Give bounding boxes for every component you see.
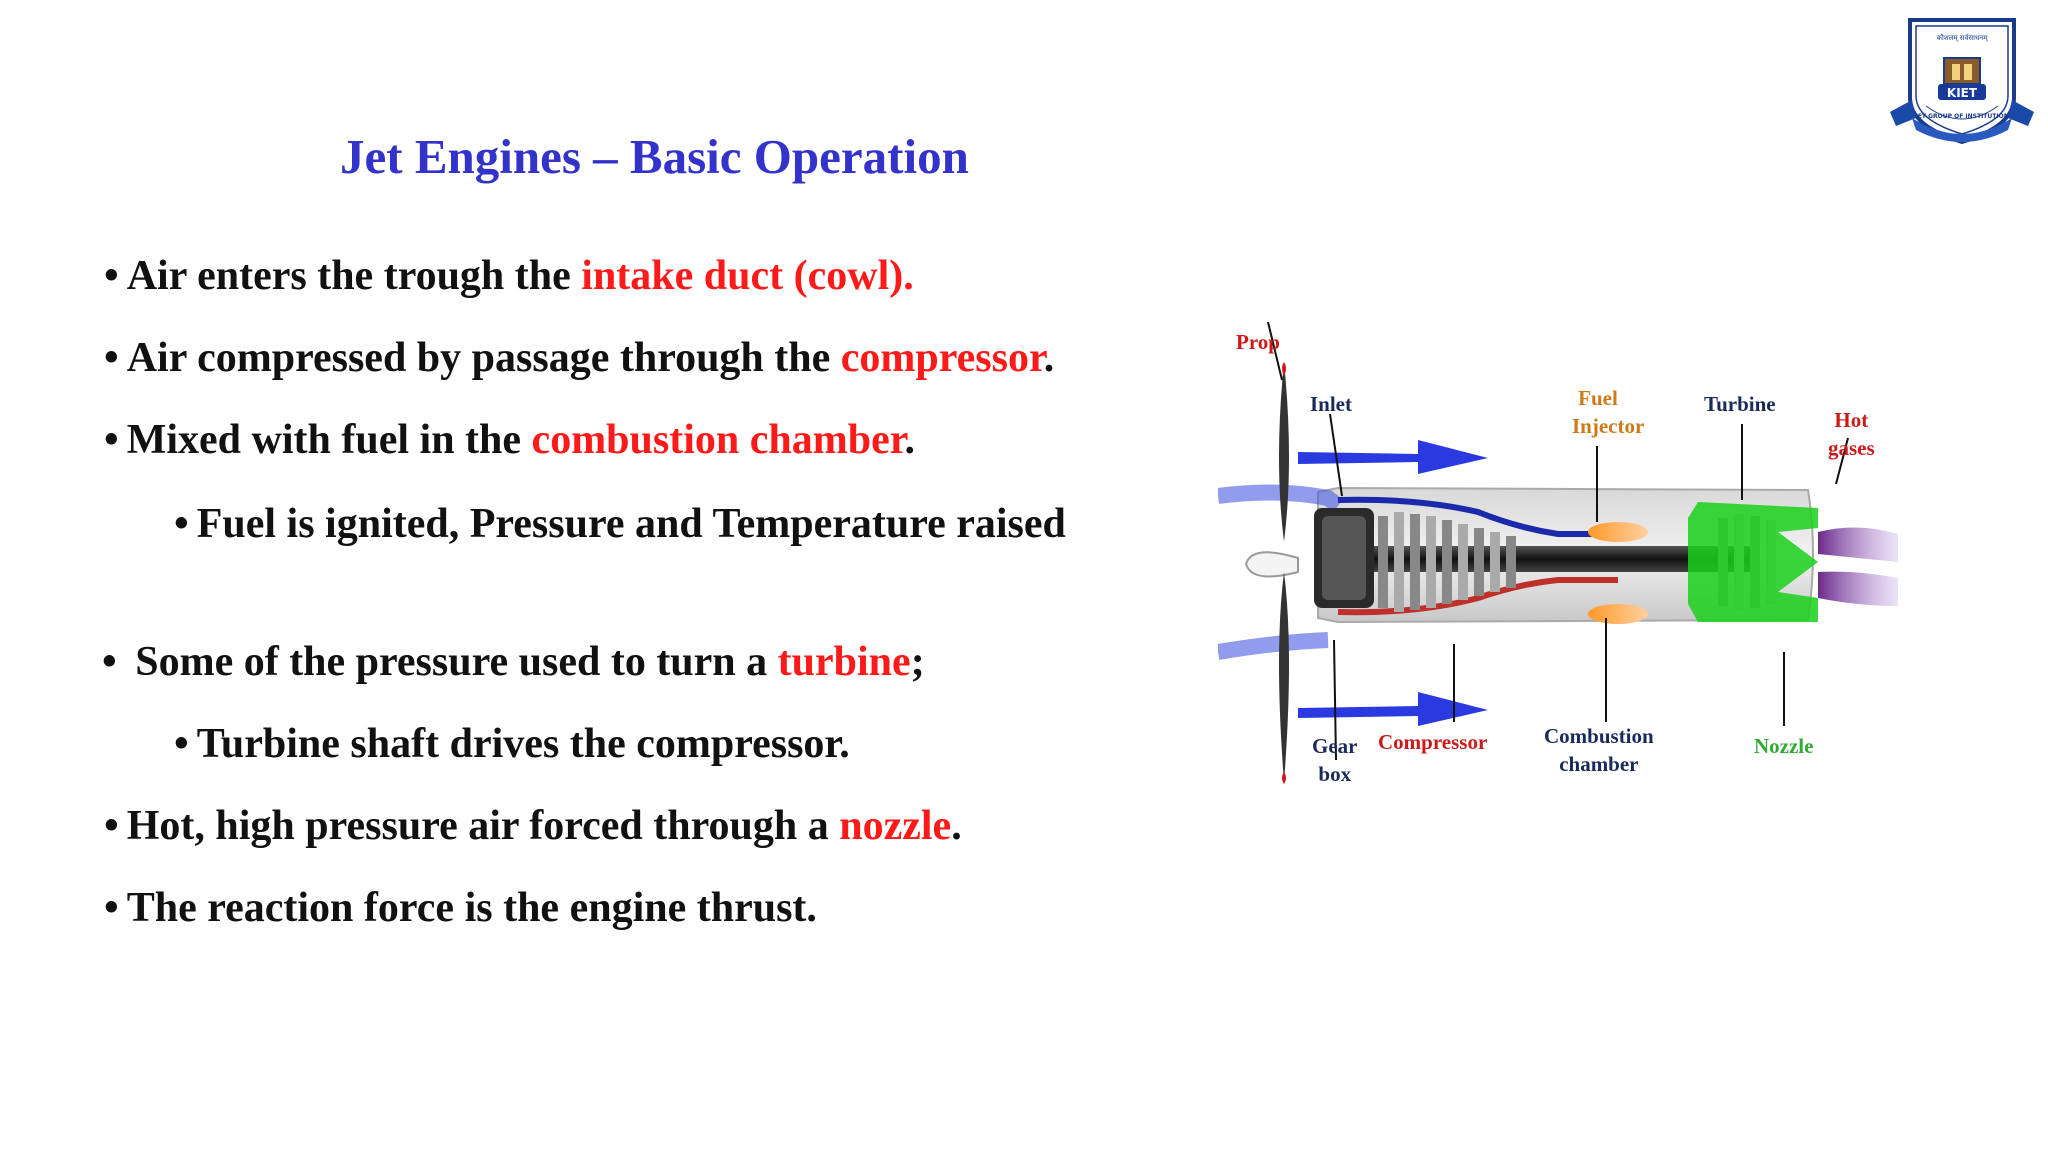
- compressor-blades: [1378, 512, 1516, 612]
- label-gear-box: Gear box: [1312, 734, 1358, 786]
- logo-top-text: कौशलम् सर्वसाधनम्: [1937, 33, 1989, 42]
- label-compressor: Compressor: [1378, 730, 1488, 754]
- bullet-6: •The reaction force is the engine thrust…: [104, 885, 817, 931]
- jet-engine-diagram: Prop Inlet Fuel Injector Turbine Hot gas…: [1216, 321, 1898, 800]
- bullet-5: •Hot, high pressure air forced through a…: [104, 803, 962, 849]
- bullet-4: • Some of the pressure used to turn a tu…: [102, 639, 925, 685]
- kiet-logo: कौशलम् सर्वसाधनम् KIET KIET GROUP OF INS…: [1890, 18, 2034, 145]
- bullet-1: •Air enters the trough the intake duct (…: [104, 253, 914, 299]
- label-turbine: Turbine: [1704, 392, 1776, 416]
- label-nozzle: Nozzle: [1754, 734, 1814, 758]
- logo-ring-text: KIET GROUP OF INSTITUTIONS: [1911, 113, 2013, 120]
- label-fuel-injector: Fuel Injector: [1572, 386, 1645, 438]
- sub-bullet-1: •Fuel is ignited, Pressure and Temperatu…: [174, 501, 1066, 547]
- label-combustion-chamber: Combustion chamber: [1544, 724, 1654, 776]
- label-inlet: Inlet: [1310, 392, 1352, 416]
- label-hot-gases: Hot gases: [1828, 408, 1875, 460]
- sub-bullet-2: •Turbine shaft drives the compressor.: [174, 721, 850, 767]
- engine-illustration: [1216, 321, 1898, 784]
- bullet-2: •Air compressed by passage through the c…: [104, 335, 1055, 381]
- logo-name: KIET: [1947, 86, 1978, 100]
- slide-title: Jet Engines – Basic Operation: [340, 129, 969, 184]
- label-prop: Prop: [1236, 330, 1280, 354]
- bullet-3: •Mixed with fuel in the combustion chamb…: [104, 417, 916, 463]
